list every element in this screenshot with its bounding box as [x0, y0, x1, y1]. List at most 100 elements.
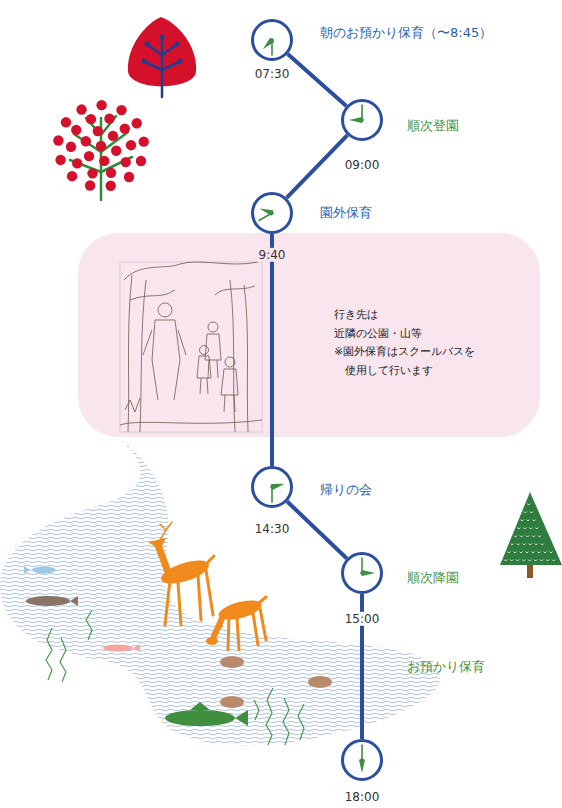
pine-tree [549, 552, 552, 554]
pine-tree [517, 544, 520, 546]
water-plants [60, 638, 66, 682]
dot-tree [76, 104, 86, 114]
forest-sketch [158, 303, 172, 317]
clock-face [343, 101, 382, 140]
time-label: 07:30 [253, 67, 292, 81]
forest-sketch [197, 356, 211, 394]
lily-pads [220, 696, 244, 708]
dot-tree [84, 151, 94, 161]
dot-tree [96, 141, 106, 151]
minute-hand [361, 105, 363, 120]
pine-tree [530, 512, 533, 514]
dot-tree [121, 157, 131, 167]
clock-node: 15:00順次降園 [340, 551, 384, 595]
clock-icon [340, 98, 384, 142]
pine-tree [525, 552, 528, 554]
forest-sketch [143, 320, 186, 400]
dot-tree [108, 131, 118, 141]
time-label: 14:30 [253, 522, 292, 536]
dot-tree [126, 140, 136, 150]
red-tree [161, 38, 164, 97]
clock-icon [250, 191, 294, 235]
dot-tree [120, 123, 130, 133]
water-plants [283, 698, 289, 745]
forest-sketch [120, 262, 262, 432]
dot-tree [66, 142, 76, 152]
timeline-connector [288, 54, 347, 106]
pine-tree [535, 528, 538, 530]
dot-tree [81, 136, 91, 146]
dot-tree [99, 156, 109, 166]
pine-tree [537, 552, 540, 554]
deer [216, 626, 222, 632]
dot-tree [53, 135, 63, 145]
outing-panel [78, 233, 540, 437]
pine-tree [543, 552, 546, 554]
clock-face [253, 468, 292, 507]
fish [70, 596, 78, 606]
forest-sketch [124, 262, 258, 280]
forest-sketch [208, 322, 218, 332]
clock-face [343, 554, 382, 593]
dot-tree [53, 100, 149, 200]
pine-tree [534, 560, 537, 562]
time-label: 09:00 [343, 158, 382, 172]
dot-tree [70, 116, 132, 172]
dot-tree [61, 117, 71, 127]
dot-tree [105, 181, 115, 191]
pine-tree [504, 560, 507, 562]
pine-tree [526, 536, 529, 538]
water-plants [254, 700, 259, 720]
water-plants [266, 688, 273, 745]
edge-label: お預かり保育 [407, 659, 485, 675]
note-text: 行き先は [334, 306, 524, 325]
pine-tree [523, 544, 526, 546]
red-tree [142, 35, 183, 64]
water-plants [86, 610, 92, 640]
forest-sketch [200, 346, 209, 355]
pine-tree [541, 544, 544, 546]
dot-tree [53, 100, 149, 191]
lily-pads [220, 656, 332, 708]
dot-tree [106, 168, 116, 178]
pine-tree [511, 544, 514, 546]
dot-tree [116, 105, 126, 115]
pine-tree [531, 552, 534, 554]
water-plants [298, 704, 304, 740]
clock-node: 07:30朝のお預かり保育（〜8:45） [250, 18, 294, 62]
deer [148, 538, 166, 550]
lily-pads [308, 676, 332, 688]
dot-tree [132, 118, 142, 128]
pine-tree [528, 560, 531, 562]
clock-face [253, 194, 292, 233]
fish [235, 710, 248, 726]
pine-tree [533, 520, 536, 522]
pine-tree [504, 504, 555, 562]
deer [206, 637, 218, 645]
water-plants [46, 628, 52, 680]
clock-icon [340, 551, 384, 595]
forest-sketch [215, 286, 255, 295]
dot-tree [86, 114, 96, 124]
step-label: 順次登園 [407, 118, 459, 134]
pine-tree [546, 560, 549, 562]
clock-icon [340, 738, 384, 782]
pine-tree [527, 504, 530, 506]
forest-sketch [140, 280, 146, 432]
step-label: 園外保育 [320, 205, 372, 221]
deer [165, 570, 213, 625]
water-plants [46, 610, 304, 745]
pine-tree [529, 528, 532, 530]
deer [148, 522, 266, 650]
fish [24, 566, 248, 726]
pine-tree [520, 536, 523, 538]
note-panel: 行き先は近隣の公園・山等※園外保育はスクールバスを 使用して行います [334, 306, 524, 381]
note-text: 近隣の公園・山等 [334, 325, 524, 344]
red-tree [178, 59, 183, 64]
forest-sketch [128, 275, 132, 432]
forest-sketch [221, 369, 238, 412]
minute-hand [271, 40, 273, 55]
river [0, 440, 440, 745]
